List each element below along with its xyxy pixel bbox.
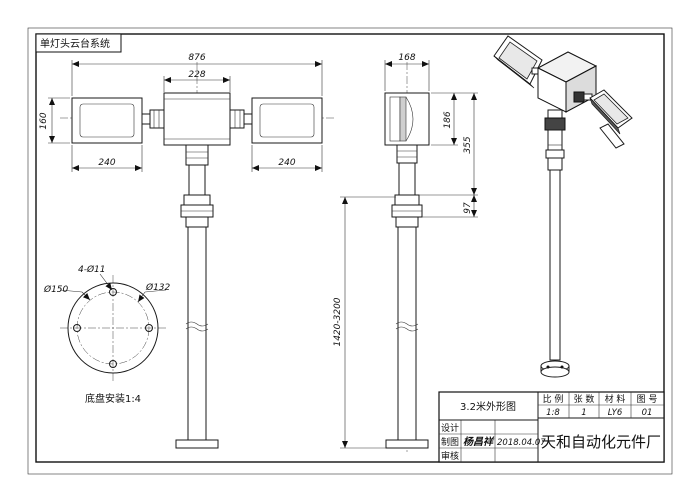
title-box-text: 单灯头云台系统 (40, 37, 110, 50)
draft-date: 2018.04.07 (497, 438, 546, 448)
dim-overall-width: 876 (188, 53, 205, 63)
role-design: 设计 (441, 422, 459, 434)
value-material: LY6 (608, 408, 623, 418)
dim-side-width: 168 (398, 53, 415, 63)
dim-holes: 4-Ø11 (78, 264, 106, 275)
dim-upper-height: 355 (463, 136, 473, 153)
dim-joint-height: 97 (463, 202, 473, 214)
header-sheets: 张 数 (574, 393, 595, 405)
dim-lamp-height: 160 (39, 112, 49, 129)
left-lamp (71, 97, 143, 144)
dim-bolt-circle: Ø132 (145, 282, 171, 293)
role-draft: 制图 (441, 436, 459, 448)
center-box (163, 92, 231, 146)
dim-left-lamp-width: 240 (98, 158, 115, 168)
value-sheets: 1 (581, 408, 586, 418)
header-scale: 比 例 (543, 393, 564, 405)
outer-frame (27, 27, 673, 475)
value-scale: 1:8 (546, 408, 560, 418)
front-view: 876 228 160 240 240 (39, 53, 334, 450)
side-base (385, 439, 429, 449)
base-plate-outline (67, 282, 159, 374)
iso-pole (549, 169, 561, 361)
drawing-name: 3.2米外形图 (460, 400, 516, 413)
dim-outer-diameter: Ø150 (43, 284, 69, 295)
drafter-signature: 杨昌祥 (463, 436, 495, 448)
title-block: 3.2米外形图 比 例 张 数 材 料 图 号 1:8 1 LY6 01 设计 … (438, 391, 665, 463)
value-drawing-no: 01 (642, 408, 653, 418)
side-head (384, 92, 430, 146)
front-base (175, 439, 219, 449)
isometric-view (493, 35, 633, 378)
dim-right-lamp-width: 240 (278, 158, 295, 168)
side-pole (397, 226, 417, 441)
front-pole (187, 226, 207, 441)
title-box: 单灯头云台系统 (35, 33, 122, 53)
header-material: 材 料 (605, 393, 626, 405)
base-detail: 4-Ø11 Ø150 Ø132 底盘安装1:4 (43, 264, 171, 405)
inner-frame (35, 33, 665, 463)
dim-pole-height: 1420-3200 (333, 297, 343, 346)
company-name: 天和自动化元件厂 (541, 433, 661, 451)
base-detail-caption: 底盘安装1:4 (85, 392, 141, 405)
dim-box-width: 228 (188, 70, 205, 80)
right-lamp (251, 97, 323, 144)
side-view: 168 186 355 97 1420-3200 (333, 53, 478, 452)
header-drawing-no: 图 号 (637, 394, 658, 405)
dim-head-height: 186 (443, 111, 453, 128)
role-review: 审核 (441, 450, 459, 462)
